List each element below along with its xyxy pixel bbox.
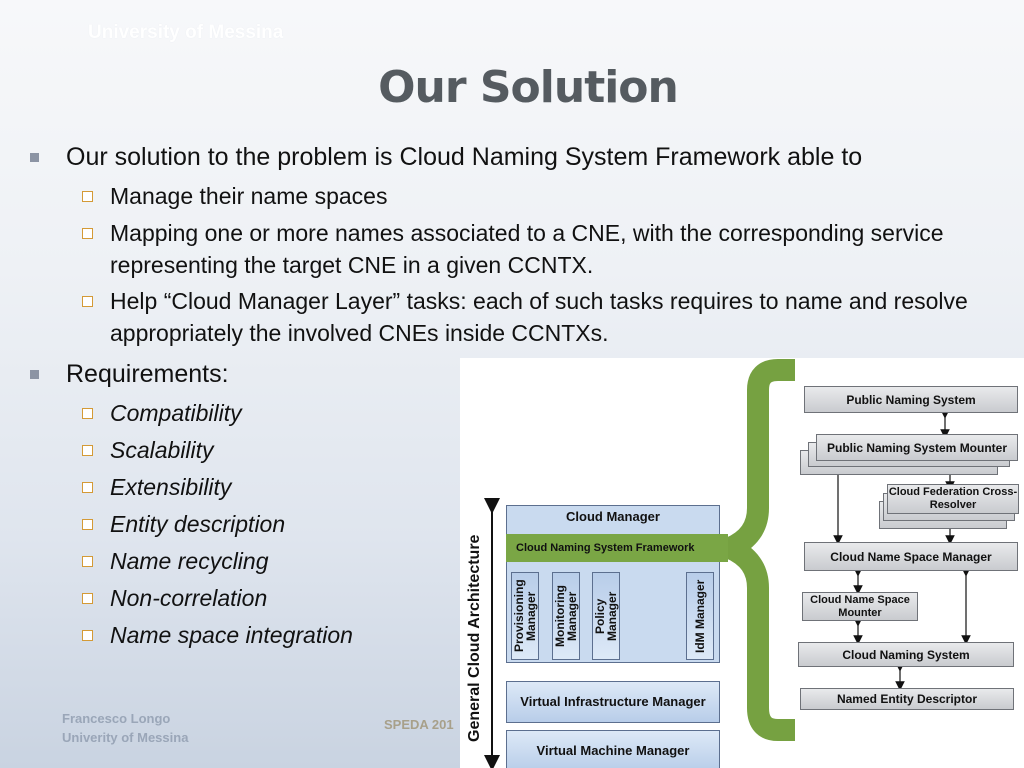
provisioning-manager-box: Provisioning Manager [511, 572, 539, 660]
list-item: Help “Cloud Manager Layer” tasks: each o… [82, 285, 990, 349]
checkbox-bullet-icon [82, 228, 93, 239]
virtual-machine-manager-box: Virtual Machine Manager [506, 730, 720, 768]
architecture-diagram: General Cloud Architecture Cloud Manager… [460, 358, 1024, 768]
university-watermark: University of Messina [88, 22, 284, 43]
checkbox-bullet-icon [82, 445, 93, 456]
green-brace [719, 359, 795, 741]
public-naming-system-box: Public Naming System [804, 386, 1018, 413]
checkbox-bullet-icon [82, 408, 93, 419]
bullet-main-1-text: Our solution to the problem is Cloud Nam… [66, 143, 863, 171]
general-cloud-architecture-label: General Cloud Architecture [466, 534, 483, 742]
bullet-square-icon [30, 153, 39, 162]
cloud-federation-cross-resolver-box: Cloud Federation Cross-Resolver [887, 484, 1019, 514]
virtual-infrastructure-manager-box: Virtual Infrastructure Manager [506, 681, 720, 723]
cloud-name-space-mounter-box: Cloud Name Space Mounter [802, 592, 918, 621]
footer-event: SPEDA 201 [384, 717, 454, 732]
list-item: Name recycling [82, 545, 269, 577]
cns-framework-label: Cloud Naming System Framework [516, 542, 695, 554]
checkbox-bullet-icon [82, 296, 93, 307]
checkbox-bullet-icon [82, 630, 93, 641]
footer-author-block: Francesco Longo Univerity of Messina [62, 709, 188, 747]
list-item: Non-correlation [82, 582, 267, 614]
checkbox-bullet-icon [82, 482, 93, 493]
named-entity-descriptor-box: Named Entity Descriptor [800, 688, 1014, 710]
list-item: Compatibility [82, 397, 242, 429]
bullet-main-1: Our solution to the problem is Cloud Nam… [30, 143, 863, 172]
bullet-square-icon [30, 370, 39, 379]
cns-framework-band [506, 534, 728, 562]
checkbox-bullet-icon [82, 556, 93, 567]
policy-manager-box: Policy Manager [592, 572, 620, 660]
list-item: Manage their name spaces [82, 180, 990, 212]
idm-manager-box: IdM Manager [686, 572, 714, 660]
footer-author: Francesco Longo [62, 711, 171, 726]
cloud-name-space-manager-box: Cloud Name Space Manager [804, 542, 1018, 571]
checkbox-bullet-icon [82, 519, 93, 530]
bullet-main-2-text: Requirements: [66, 360, 229, 388]
list-item: Extensibility [82, 471, 231, 503]
list-item: Name space integration [82, 619, 353, 651]
checkbox-bullet-icon [82, 593, 93, 604]
bullet-main-2: Requirements: [30, 360, 229, 389]
footer-affiliation: Univerity of Messina [62, 730, 189, 745]
list-item: Scalability [82, 434, 214, 466]
slide-title: Our Solution [378, 62, 679, 113]
list-item: Entity description [82, 508, 285, 540]
public-naming-system-mounter-box: Public Naming System Mounter [816, 434, 1018, 461]
cloud-manager-label: Cloud Manager [566, 509, 660, 524]
cloud-naming-system-box: Cloud Naming System [798, 642, 1014, 667]
checkbox-bullet-icon [82, 191, 93, 202]
list-item: Mapping one or more names associated to … [82, 217, 980, 281]
monitoring-manager-box: Monitoring Manager [552, 572, 580, 660]
